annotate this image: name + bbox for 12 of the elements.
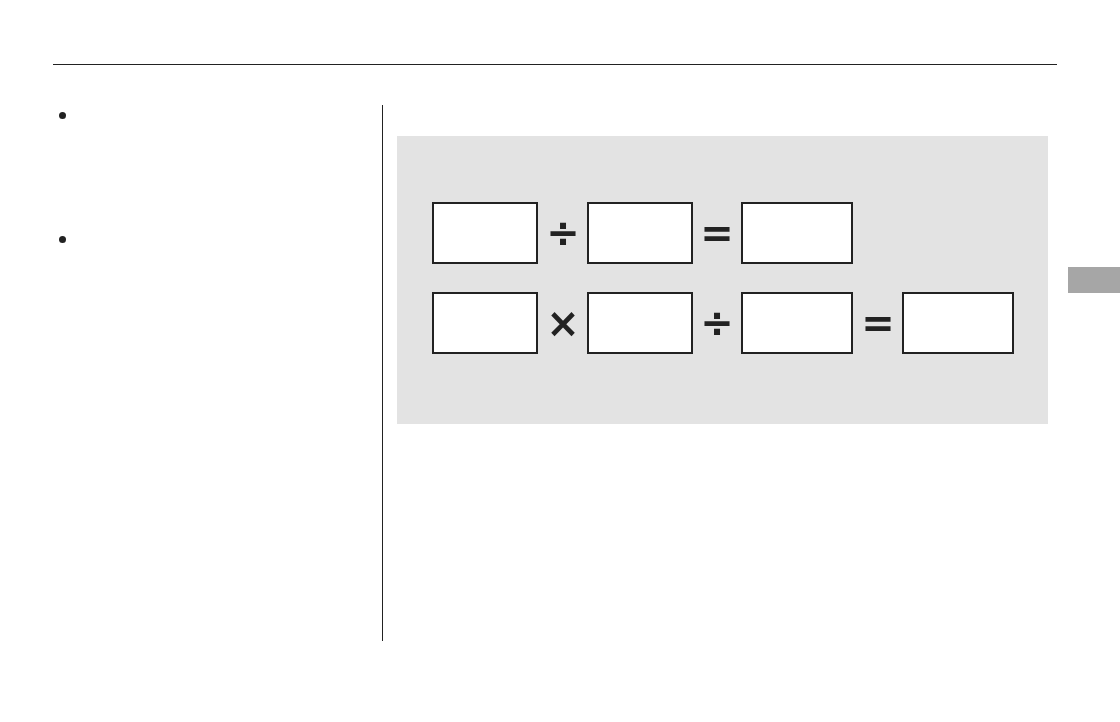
- math-operator: ×: [546, 303, 580, 343]
- answer-box: [432, 202, 538, 264]
- answer-box: [432, 292, 538, 354]
- answer-box: [902, 292, 1014, 354]
- math-operator: =: [861, 303, 895, 343]
- math-operator: ÷: [700, 303, 734, 343]
- answer-box: [587, 292, 693, 354]
- answer-box: [741, 202, 853, 264]
- math-operator: ÷: [546, 213, 580, 253]
- answer-box: [741, 292, 853, 354]
- math-operator: =: [700, 213, 734, 253]
- answer-box: [587, 202, 693, 264]
